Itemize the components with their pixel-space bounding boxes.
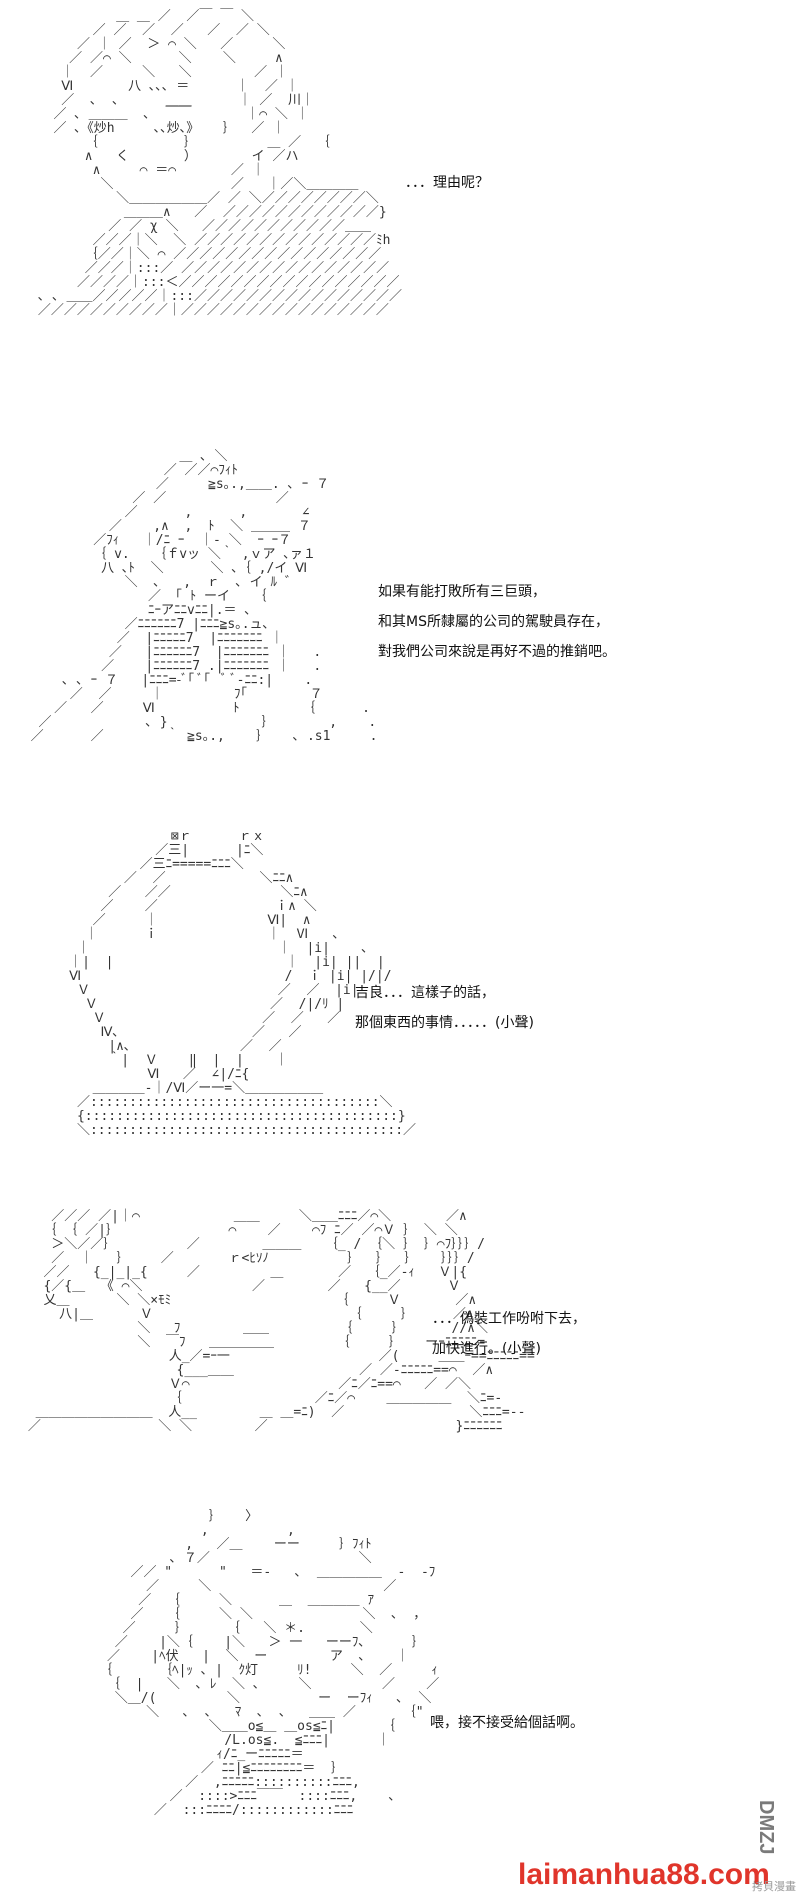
watermark-text: laimanhua88.com — [518, 1858, 770, 1891]
dialogue-line: 加快進行。(小聲) — [432, 1341, 541, 1357]
ascii-art-figure-3: ⊠ｒ ｒｘ ／三| |ﾆ＼ ／三ﾆ=====ﾆﾆﾆ＼ ／ ／ ＼ﾆﾆ∧ ／ ／／… — [69, 829, 417, 1138]
ascii-art-portrait-1: ＿ ＿ ／ ／￣ ￣ ＼ ／ ／ ／ ／ ／ ／ ＼ ／ ｜ ／ ＞ ⌒ ＼ ／… — [37, 9, 402, 318]
dialogue-line: ．．．偽裝工作吩咐下去， — [432, 1311, 586, 1327]
dialogue-line: 那個東西的事情．．．．．(小聲) — [355, 1015, 534, 1031]
ascii-art-portrait-4: ／／／ ／|｜⌒ ＿＿ ＼＿＿ﾆﾆﾆ／⌒＼ ／∧ ｛ ｛ ／|｝ ⌒ ／ ⌒ﾌ … — [27, 1209, 535, 1434]
panel-3: ⊠ｒ ｒｘ ／三| |ﾆ＼ ／三ﾆ=====ﾆﾆﾆ＼ ／ ／ ＼ﾆﾆ∧ ／ ／／… — [0, 820, 800, 1200]
panel-4: ／／／ ／|｜⌒ ＿＿ ＼＿＿ﾆﾆﾆ／⌒＼ ／∧ ｛ ｛ ／|｝ ⌒ ／ ⌒ﾌ … — [0, 1200, 800, 1510]
site-logo-subtitle: 拷貝漫畫 — [752, 1880, 796, 1893]
ascii-art-portrait-5: ｝ 〉 , , , ／＿ ーー ｝ﾌｨﾄ ､ ７／ ＼ ／／ " " ＝- ､ … — [99, 1509, 440, 1818]
site-logo: DMZJ — [754, 1800, 794, 1890]
dialogue-line: 對我們公司來說是再好不過的推銷吧。 — [378, 644, 616, 660]
dialogue-2: 如果有能打敗所有三巨頭， 和其MS所隸屬的公司的駕駛員存在， 對我們公司來說是再… — [378, 577, 616, 667]
dialogue-line: 喂，接不接受給個話啊。 — [430, 1715, 584, 1731]
dialogue-4: ．．．偽裝工作吩咐下去， 加快進行。(小聲) — [432, 1304, 586, 1364]
panel-5: ｝ 〉 , , , ／＿ ーー ｝ﾌｨﾄ ､ ７／ ＼ ／／ " " ＝- ､ … — [0, 1510, 800, 1896]
ascii-art-portrait-2: ＿ ､ ＼ ／ ／／⌒ﾌｨﾄ ／ ≧s｡.,＿＿. ､ ｰ ７ ／ ／ ／ ／ … — [30, 449, 378, 744]
panel-1: ＿ ＿ ／ ／￣ ￣ ＼ ／ ／ ／ ／ ／ ／ ＼ ／ ｜ ／ ＞ ⌒ ＼ ／… — [0, 0, 800, 440]
panel-2: ＿ ､ ＼ ／ ／／⌒ﾌｨﾄ ／ ≧s｡.,＿＿. ､ ｰ ７ ／ ／ ／ ／ … — [0, 440, 800, 820]
dialogue-5: 喂，接不接受給個話啊。 — [430, 1708, 584, 1738]
dialogue-line: ．．．理由呢？ — [405, 175, 489, 191]
dialogue-1: ．．．理由呢？ — [405, 168, 489, 198]
dialogue-3: 吉良．．．這樣子的話， 那個東西的事情．．．．．(小聲) — [355, 978, 534, 1038]
site-logo-text: DMZJ — [755, 1800, 777, 1855]
dialogue-line: 和其MS所隸屬的公司的駕駛員存在， — [378, 614, 609, 630]
dialogue-line: 吉良．．．這樣子的話， — [355, 985, 495, 1001]
dialogue-line: 如果有能打敗所有三巨頭， — [378, 584, 546, 600]
